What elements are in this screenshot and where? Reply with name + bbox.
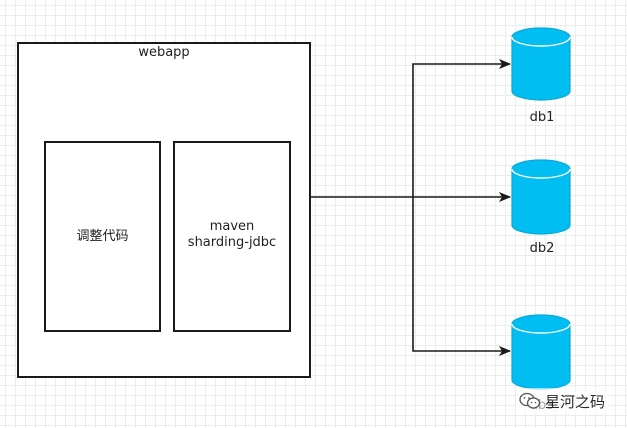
connector-db3: [412, 197, 511, 356]
sharding-jdbc-box: maven sharding-jdbc: [173, 141, 291, 332]
db1-cylinder: [511, 27, 571, 101]
watermark: 星河之码: [516, 388, 609, 414]
db3-cylinder: [511, 314, 571, 390]
db1-label: db1: [529, 110, 555, 125]
code-label-text: 调整代码: [76, 228, 129, 244]
webapp-title: webapp: [138, 45, 190, 60]
lib-label-line2: sharding-jdbc: [187, 234, 277, 250]
lib-label-line1: maven: [209, 218, 255, 234]
wechat-icon: [519, 392, 541, 409]
db2-cylinder: [511, 159, 571, 235]
db2-label: db2: [529, 241, 555, 256]
watermark-text: 星河之码: [545, 392, 606, 411]
code-box: 调整代码: [44, 141, 161, 332]
connector-db1: [412, 59, 511, 197]
sharding-jdbc-label: maven sharding-jdbc: [175, 139, 289, 330]
code-label: 调整代码: [46, 143, 159, 330]
